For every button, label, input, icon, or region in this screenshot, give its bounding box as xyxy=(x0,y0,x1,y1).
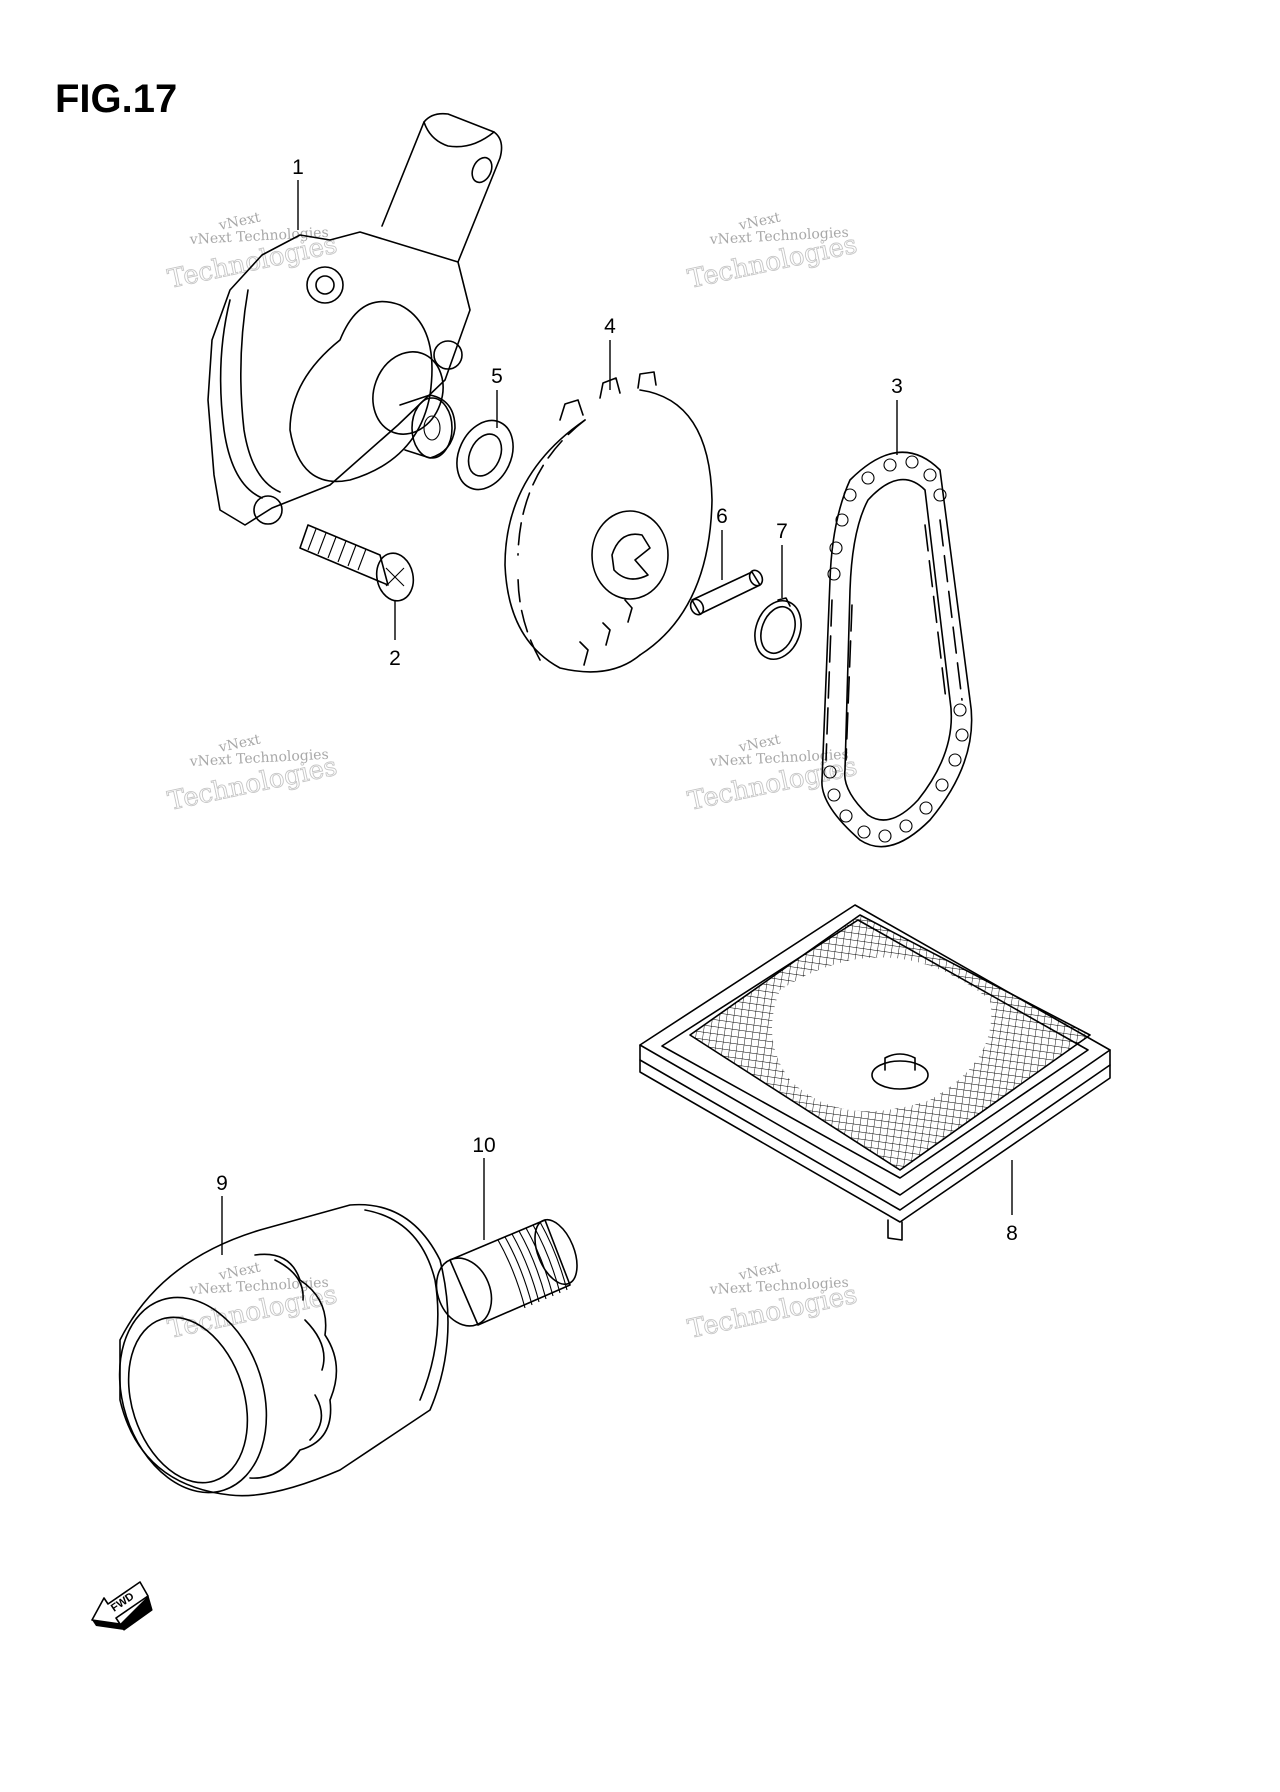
chain-part-3 xyxy=(821,451,973,848)
fwd-arrow-icon: FWD xyxy=(91,1581,153,1631)
svg-text:3: 3 xyxy=(891,375,903,398)
svg-text:vNext Technologies: vNext Technologies xyxy=(708,747,849,770)
bolt-part-2 xyxy=(299,524,415,602)
watermark: vNext vNext Technologies Technologies xyxy=(165,209,340,295)
svg-text:vNext Technologies: vNext Technologies xyxy=(708,1275,849,1298)
svg-text:2: 2 xyxy=(389,647,401,670)
callout-labels: 1 2 3 4 5 6 7 8 9 10 xyxy=(216,156,1018,1255)
svg-text:8: 8 xyxy=(1006,1222,1018,1245)
watermark: vNext vNext Technologies Technologies xyxy=(685,209,860,295)
watermark: vNext vNext Technologies Technologies xyxy=(685,731,860,817)
pin-part-6 xyxy=(689,569,764,616)
svg-text:vNext Technologies: vNext Technologies xyxy=(188,225,329,248)
washer-part-5 xyxy=(456,419,514,491)
oil-pump-part-1 xyxy=(207,112,503,526)
callout-4: 4 xyxy=(604,315,616,390)
svg-text:10: 10 xyxy=(472,1134,495,1157)
callout-5: 5 xyxy=(491,365,503,428)
svg-text:4: 4 xyxy=(604,315,616,338)
watermark: vNext vNext Technologies Technologies xyxy=(165,731,340,817)
callout-9: 9 xyxy=(216,1172,228,1255)
svg-text:6: 6 xyxy=(716,505,728,528)
circlip-part-7 xyxy=(754,597,802,660)
watermark: vNext vNext Technologies Technologies xyxy=(165,1259,340,1345)
svg-text:9: 9 xyxy=(216,1172,228,1195)
oil-filter-part-9 xyxy=(118,1203,449,1497)
oil-strainer-part-8 xyxy=(639,904,1111,1241)
watermark: vNext vNext Technologies Technologies xyxy=(685,1259,860,1345)
driven-gear-part-4 xyxy=(504,371,713,673)
callout-1: 1 xyxy=(292,156,304,230)
callout-6: 6 xyxy=(716,505,728,580)
svg-text:5: 5 xyxy=(491,365,503,388)
svg-text:7: 7 xyxy=(776,520,788,543)
callout-3: 3 xyxy=(891,375,903,455)
svg-text:vNext Technologies: vNext Technologies xyxy=(708,225,849,248)
svg-text:1: 1 xyxy=(292,156,304,179)
callout-7: 7 xyxy=(776,520,788,598)
union-bolt-part-10 xyxy=(435,1218,578,1327)
watermark-group: vNext vNext Technologies Technologies vN… xyxy=(165,209,860,1345)
svg-text:vNext Technologies: vNext Technologies xyxy=(188,1275,329,1298)
figure-title: FIG.17 xyxy=(55,77,177,121)
callout-2: 2 xyxy=(389,600,401,670)
callout-10: 10 xyxy=(472,1134,496,1240)
callout-8: 8 xyxy=(1006,1160,1018,1245)
svg-text:vNext Technologies: vNext Technologies xyxy=(188,747,329,770)
